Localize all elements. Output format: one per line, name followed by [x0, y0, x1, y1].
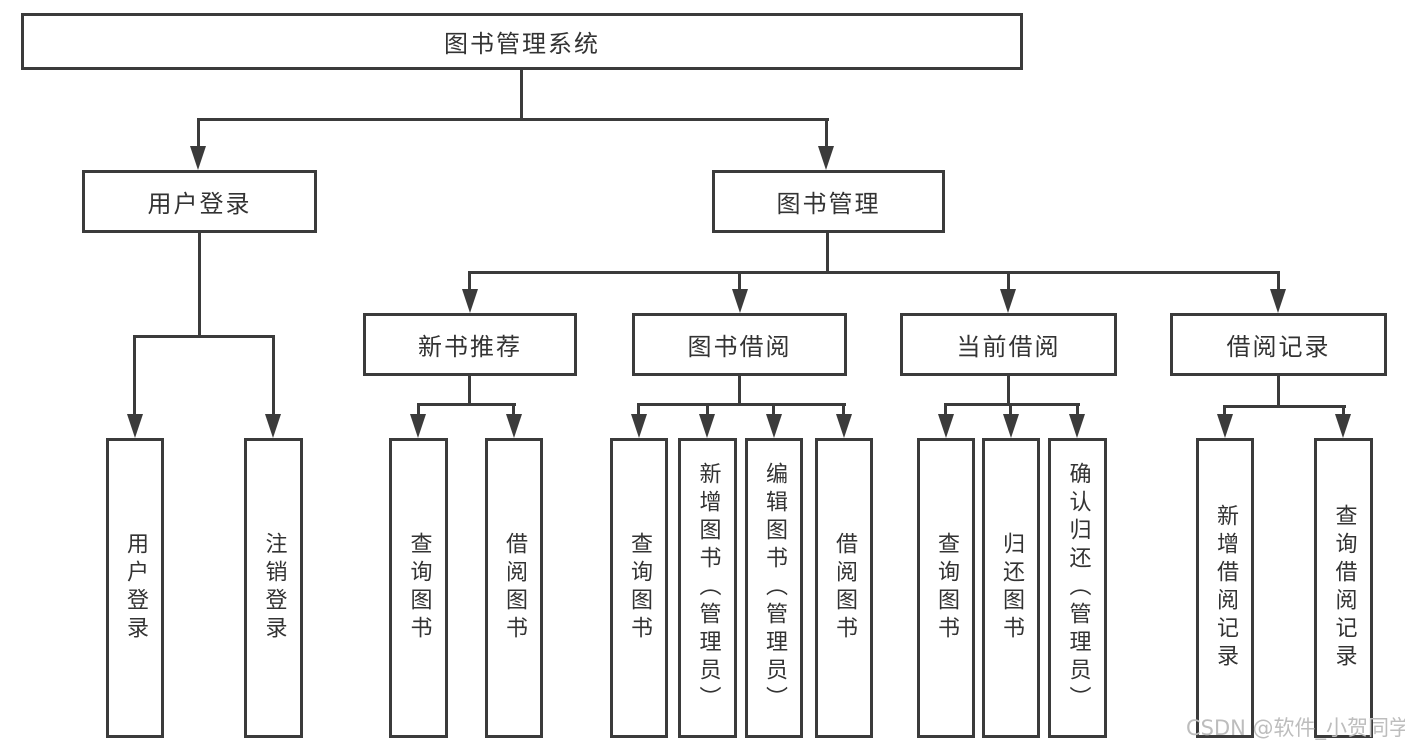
arrow-down-icon [1000, 289, 1016, 313]
connector-line [738, 376, 741, 403]
arrow-down-icon [836, 414, 852, 438]
connector-line [197, 118, 829, 121]
leaf-confirm-return-admin: 确认归还（管理员） [1048, 438, 1107, 738]
arrow-down-icon [265, 414, 281, 438]
node-root: 图书管理系统 [21, 13, 1023, 70]
node-borrow-record: 借阅记录 [1170, 313, 1387, 376]
leaf-add-borrow-record: 新增借阅记录 [1196, 438, 1254, 738]
connector-line [197, 118, 200, 149]
connector-line [944, 403, 947, 417]
connector-line [1223, 405, 1226, 417]
connector-line [272, 335, 275, 417]
node-new-book-recommend: 新书推荐 [363, 313, 577, 376]
node-current-borrow: 当前借阅 [900, 313, 1117, 376]
arrow-down-icon [462, 289, 478, 313]
connector-line [1007, 376, 1010, 403]
connector-line [133, 335, 275, 338]
connector-line [417, 403, 516, 406]
connector-line [944, 403, 1080, 406]
connector-line [738, 271, 741, 293]
leaf-user-login: 用户登录 [106, 438, 164, 738]
arrow-down-icon [938, 414, 954, 438]
connector-line [417, 403, 420, 417]
arrow-down-icon [1270, 289, 1286, 313]
connector-line [468, 271, 471, 293]
connector-line [637, 403, 846, 406]
watermark: CSDN @软件_小贺同学 [1186, 716, 1405, 740]
node-book-borrow: 图书借阅 [632, 313, 847, 376]
node-user-login: 用户登录 [82, 170, 317, 233]
leaf-return-book: 归还图书 [982, 438, 1040, 738]
arrow-down-icon [1335, 414, 1351, 438]
connector-line [826, 233, 829, 271]
leaf-query-borrow-record: 查询借阅记录 [1314, 438, 1373, 738]
arrow-down-icon [631, 414, 647, 438]
connector-line [1076, 403, 1079, 417]
connector-line [637, 403, 640, 417]
arrow-down-icon [766, 414, 782, 438]
connector-line [772, 403, 775, 417]
connector-line [1342, 405, 1345, 417]
arrow-down-icon [699, 414, 715, 438]
leaf-add-book-admin: 新增图书（管理员） [678, 438, 737, 738]
arrow-down-icon [732, 289, 748, 313]
node-book-management: 图书管理 [712, 170, 945, 233]
arrow-down-icon [410, 414, 426, 438]
leaf-borrow-query-book: 查询图书 [610, 438, 668, 738]
connector-line [468, 271, 1280, 274]
arrow-down-icon [1217, 414, 1233, 438]
connector-line [512, 403, 515, 417]
connector-line [520, 69, 523, 118]
leaf-edit-book-admin: 编辑图书（管理员） [745, 438, 803, 738]
arrow-down-icon [1069, 414, 1085, 438]
arrow-down-icon [1003, 414, 1019, 438]
connector-line [1007, 271, 1010, 293]
arrow-down-icon [506, 414, 522, 438]
connector-line [1223, 405, 1346, 408]
leaf-recommend-query-book: 查询图书 [389, 438, 448, 738]
connector-line [825, 118, 828, 149]
leaf-recommend-borrow-book: 借阅图书 [485, 438, 543, 738]
connector-line [1277, 271, 1280, 293]
leaf-borrow-book: 借阅图书 [815, 438, 873, 738]
leaf-current-query-book: 查询图书 [917, 438, 975, 738]
arrow-down-icon [127, 414, 143, 438]
arrow-down-icon [818, 146, 834, 170]
connector-line [198, 233, 201, 335]
connector-line [706, 403, 709, 417]
arrow-down-icon [190, 146, 206, 170]
connector-line [133, 335, 136, 417]
connector-line [1277, 376, 1280, 405]
connector-line [1009, 403, 1012, 417]
connector-line [468, 376, 471, 403]
connector-line [842, 403, 845, 417]
leaf-logout: 注销登录 [244, 438, 303, 738]
